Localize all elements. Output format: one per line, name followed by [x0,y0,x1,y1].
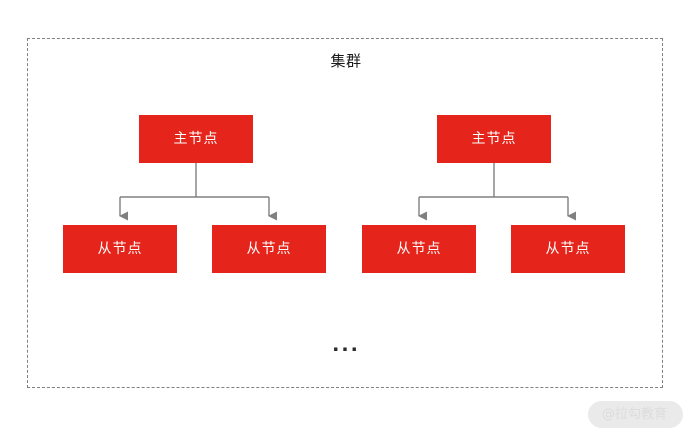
master-node-2[interactable]: 主节点 [437,115,551,163]
watermark-label: @拉勾教育 [588,401,684,428]
slave-node-1-1-label: 从节点 [97,241,143,257]
slave-node-1-2[interactable]: 从节点 [212,225,326,273]
slave-node-2-2-label: 从节点 [545,241,591,257]
slave-node-2-1-label: 从节点 [396,241,442,257]
slave-node-1-2-label: 从节点 [246,241,292,257]
more-groups-ellipsis: ... [332,334,360,356]
cluster-title: 集群 [330,52,362,70]
slave-node-1-1[interactable]: 从节点 [63,225,177,273]
master-node-1[interactable]: 主节点 [139,115,253,163]
master-node-1-label: 主节点 [173,131,219,147]
slave-node-2-1[interactable]: 从节点 [362,225,476,273]
slave-node-2-2[interactable]: 从节点 [511,225,625,273]
cluster-boundary: 集群 [27,38,663,388]
master-node-2-label: 主节点 [471,131,517,147]
